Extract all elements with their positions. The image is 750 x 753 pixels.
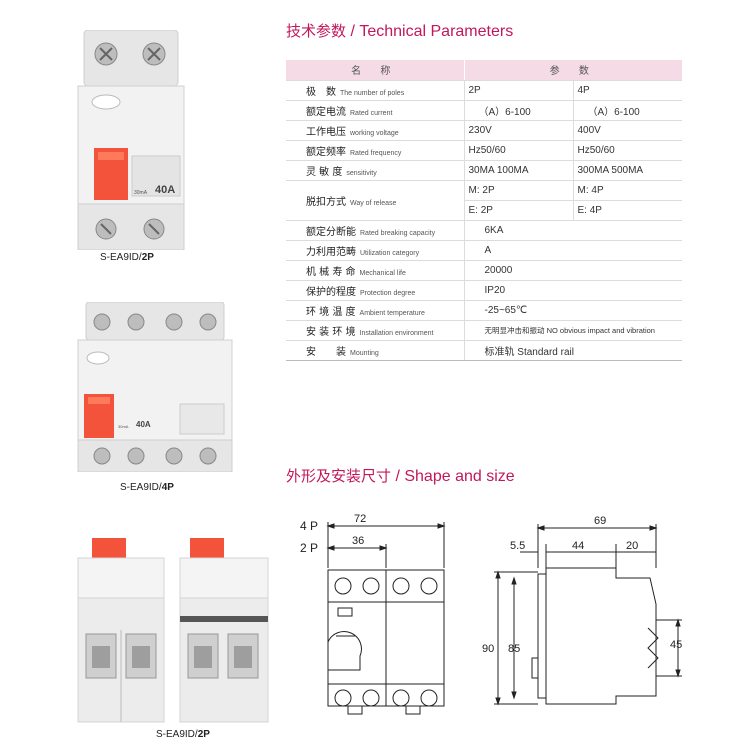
dim-depth-front: 5.5 [510, 540, 525, 552]
header-name: 名 称 [286, 60, 464, 81]
table-header-row: 名 称 参 数 [286, 60, 682, 81]
dim-width-4p: 72 [354, 513, 366, 525]
rating-label-4p: 40A [136, 420, 151, 429]
photo-breaker-2p: 40A 30mA [76, 29, 186, 251]
side-view-drawing: 69 5.5 44 20 90 85 45 [482, 515, 682, 706]
dim-depth-back: 20 [626, 540, 638, 552]
header-params: 参 数 [463, 60, 682, 81]
dim-rail-height: 45 [670, 639, 682, 651]
front-view-drawing: 4 P 2 P 72 36 [300, 513, 446, 715]
dim-depth-total: 69 [594, 515, 606, 527]
dim-width-2p: 36 [352, 535, 364, 547]
caption-4p: S-EA9ID/4P [120, 482, 174, 493]
dim-depth-mid: 44 [572, 540, 584, 552]
photo-breaker-4p: 40A 30mA [76, 301, 234, 473]
caption-side: S-EA9ID/2P [156, 729, 210, 740]
dim-height-inner: 85 [508, 643, 520, 655]
dim-label-4p: 4 P [300, 519, 318, 533]
sensitivity-label-2p: 30mA [134, 190, 148, 196]
rating-label-2p: 40A [155, 184, 176, 196]
heading-shape-and-size: 外形及安装尺寸 / Shape and size [286, 467, 515, 485]
photo-breaker-side [76, 534, 272, 724]
dim-label-2p: 2 P [300, 541, 318, 555]
caption-2p: S-EA9ID/2P [100, 252, 154, 263]
heading-technical-parameters: 技术参数 / Technical Parameters [286, 22, 514, 40]
dim-height-outer: 90 [482, 643, 494, 655]
table-row: E: 2P E: 4P [286, 200, 682, 221]
sensitivity-label-4p: 30mA [118, 424, 129, 429]
